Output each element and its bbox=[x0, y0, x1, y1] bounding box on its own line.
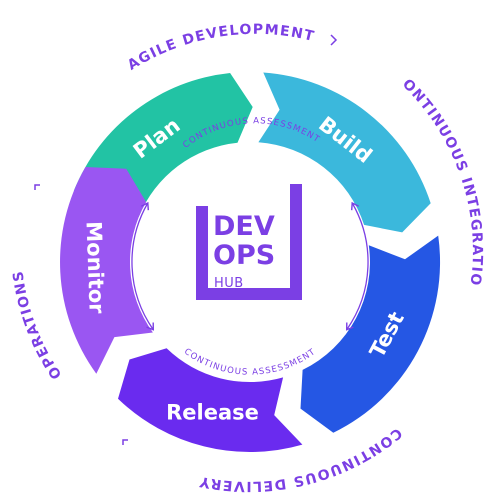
inner-arc-left bbox=[131, 202, 154, 331]
outer-label-operations: OPERATIONS bbox=[10, 269, 65, 382]
inner-arrow-top-right bbox=[351, 201, 360, 211]
devops-hub-logo: DEV OPS HUB bbox=[196, 184, 302, 300]
logo-frame bbox=[196, 184, 302, 300]
segment-label-monitor: Monitor bbox=[81, 221, 108, 315]
logo-ops-text: OPS bbox=[213, 240, 275, 271]
segment-label-release: Release bbox=[166, 400, 259, 424]
inner-arc-right bbox=[346, 202, 369, 331]
logo-dev-text: DEV bbox=[213, 211, 275, 242]
tick-left bbox=[34, 184, 40, 190]
logo-hub-text: HUB bbox=[214, 276, 244, 291]
segment-release bbox=[118, 348, 303, 452]
tick-bottom-left bbox=[122, 439, 128, 445]
ring-segments bbox=[60, 72, 441, 452]
segment-test bbox=[300, 235, 441, 433]
segment-build bbox=[258, 72, 431, 233]
corner-tick-marks bbox=[34, 34, 338, 445]
inner-arrow-bottom-right bbox=[345, 322, 354, 331]
outer-label-agile-development: AGILE DEVELOPMENT bbox=[125, 22, 317, 74]
inner-arrow-bottom-left bbox=[146, 322, 155, 331]
tick-top-right bbox=[330, 34, 338, 46]
segment-monitor bbox=[60, 167, 153, 374]
inner-arrow-top-left bbox=[140, 201, 149, 211]
inner-assessment-circle bbox=[131, 201, 369, 331]
